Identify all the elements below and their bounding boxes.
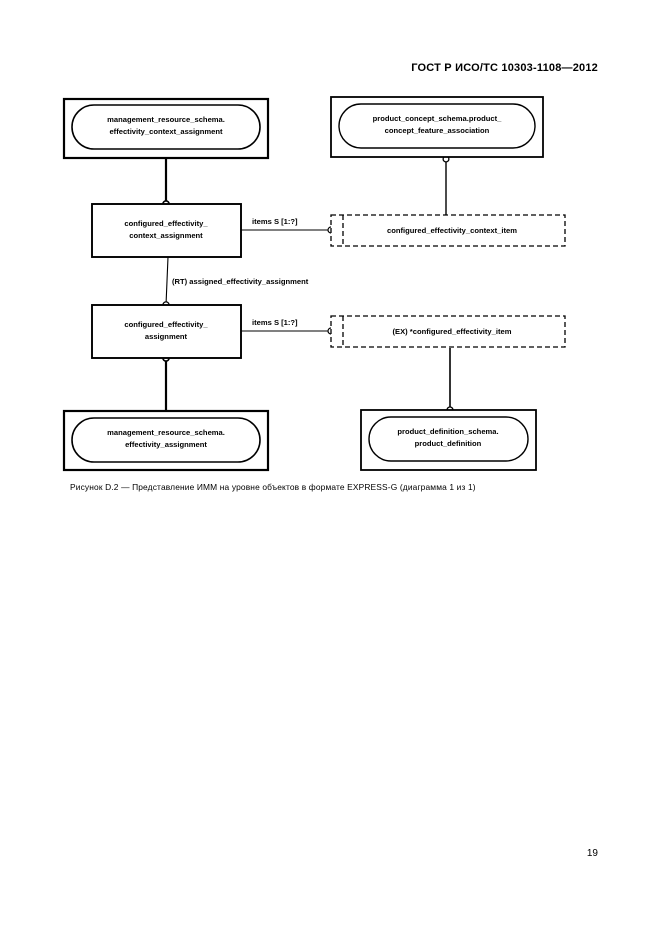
node-schema-ref-top-left: management_resource_schema. effectivity_… bbox=[62, 97, 270, 160]
express-g-diagram: management_resource_schema. effectivity_… bbox=[62, 96, 566, 472]
schema-ref-bottom-right-line1: product_definition_schema. bbox=[397, 427, 498, 436]
schema-ref-bottom-right-line2: product_definition bbox=[415, 439, 482, 448]
schema-ref-top-right-line1: product_concept_schema.product_ bbox=[373, 114, 502, 123]
schema-ref-bottom-left-line1: management_resource_schema. bbox=[107, 428, 225, 437]
page-number: 19 bbox=[586, 848, 598, 859]
connector-midleft-to-lowleft bbox=[165, 256, 169, 306]
entity-low-left-line2: assignment bbox=[145, 332, 188, 341]
schema-ref-top-right-line2: concept_feature_association bbox=[385, 126, 490, 135]
edge-label-items-lower: items S [1:?] bbox=[252, 318, 298, 327]
entity-mid-left-line1: configured_effectivity_ bbox=[124, 219, 208, 228]
node-schema-ref-bottom-left: management_resource_schema. effectivity_… bbox=[62, 409, 270, 472]
schema-ref-bottom-left-line2: effectivity_assignment bbox=[125, 440, 207, 449]
entity-low-left-line1: configured_effectivity_ bbox=[124, 320, 208, 329]
edge-label-layer: items S [1:?] items S [1:?] (RT) assigne… bbox=[172, 217, 309, 327]
select-mid-right-label: configured_effectivity_context_item bbox=[387, 226, 517, 235]
node-schema-ref-top-right: product_concept_schema.product_ concept_… bbox=[330, 96, 544, 158]
edge-label-assigned-effectivity: (RT) assigned_effectivity_assignment bbox=[172, 277, 309, 286]
node-select-configured-effectivity-context-item: configured_effectivity_context_item bbox=[330, 214, 566, 247]
schema-ref-top-left-line2: effectivity_context_assignment bbox=[109, 127, 223, 136]
select-low-right-label: (EX) *configured_effectivity_item bbox=[393, 327, 512, 336]
node-entity-configured-effectivity-context-assignment: configured_effectivity_ context_assignme… bbox=[91, 203, 242, 258]
node-entity-configured-effectivity-assignment: configured_effectivity_ assignment bbox=[91, 304, 242, 359]
node-select-configured-effectivity-item: (EX) *configured_effectivity_item bbox=[330, 315, 566, 348]
entity-mid-left-line2: context_assignment bbox=[129, 231, 203, 240]
figure-caption: Рисунок D.2 — Представление ИММ на уровн… bbox=[70, 482, 476, 492]
page-header-standard-number: ГОСТ Р ИСО/ТС 10303-1108—2012 bbox=[411, 62, 598, 74]
schema-ref-top-left-line1: management_resource_schema. bbox=[107, 115, 225, 124]
node-schema-ref-bottom-right: product_definition_schema. product_defin… bbox=[360, 409, 537, 471]
edge-label-items-upper: items S [1:?] bbox=[252, 217, 298, 226]
